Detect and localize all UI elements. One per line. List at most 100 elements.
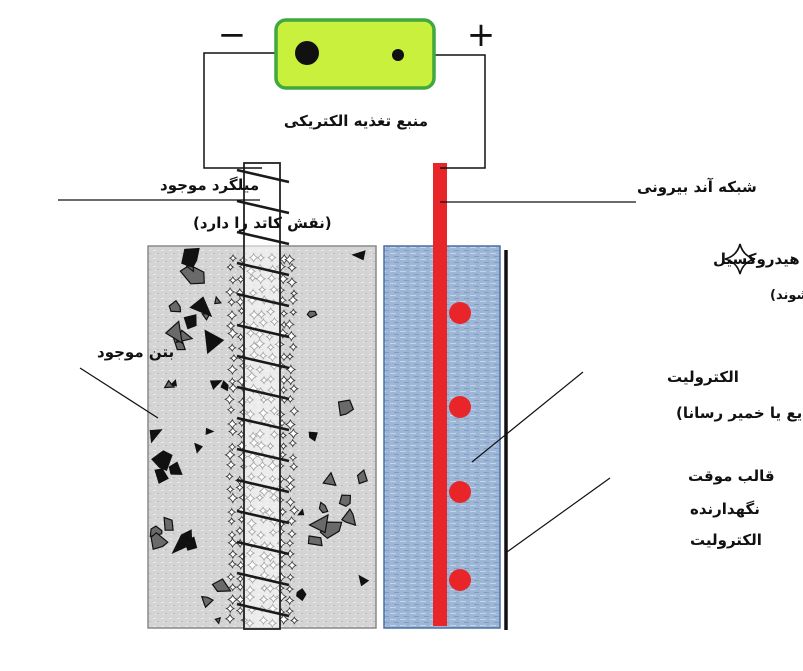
aggregate-stone (322, 471, 337, 487)
hydroxyl-note: (پیرامون میلگرد موجود تشکیل می شوند) (770, 287, 803, 303)
electrolyte-label: الکترولیت (667, 368, 739, 386)
hydroxyl-ion-star (286, 572, 295, 582)
hydroxyl-ion-star (235, 483, 245, 492)
aggregate-stone (150, 532, 169, 550)
hydroxyl-ion-star (289, 308, 298, 317)
anode-node (449, 481, 471, 503)
hydroxyl-ion-star (287, 560, 298, 571)
electrolyte-leader-line (471, 371, 584, 463)
power-supply (274, 18, 436, 90)
aggregate-stone (351, 250, 366, 261)
aggregate-stone (194, 442, 203, 454)
hydroxyl-ion-star (279, 442, 288, 451)
aggregate-stone (306, 310, 318, 319)
aggregate-stone (308, 513, 329, 534)
hydroxyl-ion-star (289, 289, 299, 298)
hydroxyl-ion-star (228, 582, 238, 592)
aggregate-stone (149, 525, 163, 538)
negative-terminal (295, 41, 319, 65)
rebar (236, 162, 290, 630)
aggregate-stone (308, 431, 318, 442)
rebar-rib (236, 261, 290, 277)
hydroxyl-ion-star (235, 574, 245, 584)
anode-node (449, 396, 471, 418)
hydroxyl-ion-star (289, 505, 300, 516)
formwork-label-line1: قالب موقت (688, 467, 775, 485)
aggregate-stone (179, 264, 205, 285)
hydroxyl-ion-star (236, 274, 246, 284)
hydroxyl-ion-star (227, 382, 239, 394)
rebar-rib (236, 571, 290, 587)
hydroxyl-ion-star (226, 262, 235, 272)
electrolyte-note: (مایع یا خمیر رسانا) (676, 404, 803, 422)
hydroxyl-ion-star (285, 584, 295, 594)
hydroxyl-ion-star (284, 418, 296, 431)
aggregate-stone (168, 461, 183, 475)
aggregate-stone (341, 508, 357, 527)
aggregate-stones (149, 247, 370, 625)
hydroxyl-ion-star (279, 385, 288, 395)
aggregate-stone (358, 574, 370, 587)
aggregate-stone (296, 588, 307, 602)
power-supply-label: منبع تغذیه الکتریکی (284, 112, 428, 130)
rebar-rib (236, 323, 290, 339)
aggregate-stone (356, 468, 368, 485)
aggregate-stone (189, 296, 213, 318)
aggregate-stone (214, 617, 222, 625)
aggregate-stone (337, 399, 355, 417)
aggregate-stone (149, 429, 163, 444)
hydroxyl-ion-star (284, 595, 295, 606)
hydroxyl-ion-star (227, 442, 237, 452)
hydroxyl-ion-star (236, 332, 245, 342)
hydroxyl-ion-star (235, 582, 245, 592)
hydroxyl-ion-star (225, 459, 237, 470)
hydroxyl-ion-star (286, 276, 298, 288)
hydroxyl-ion-star (285, 496, 296, 508)
hydroxyl-ion-star (227, 549, 238, 560)
aggregate-stone (183, 314, 197, 330)
aggregate-stone (184, 536, 198, 551)
aggregate-stone (307, 535, 323, 547)
hydroxyl-ion-star (234, 287, 245, 299)
circuit-wires (203, 52, 486, 169)
hydroxyl-ion-star (286, 262, 297, 273)
hydroxyl-ion-star (236, 560, 246, 570)
rebar-label: میلگرد موجود (160, 176, 259, 194)
hydroxyl-ion-star (284, 254, 296, 266)
hydroxyl-ion-star (226, 309, 238, 321)
rebar-rib (236, 354, 290, 370)
hydroxyl-ion-star (285, 606, 295, 616)
hydroxyl-ion-star (278, 374, 290, 386)
aggregate-stone (220, 380, 229, 392)
hydroxyl-ion-star (229, 353, 239, 363)
hydroxyl-ion-star (289, 461, 299, 472)
hydroxyl-ion-star (235, 296, 246, 308)
rebar-rib (236, 385, 290, 401)
concrete-label: بتن موجود (97, 343, 174, 361)
rebar-rib (236, 602, 290, 618)
aggregate-stone (171, 534, 196, 555)
rebar-rib (236, 509, 290, 525)
aggregate-stone (170, 379, 178, 387)
hydroxyl-ion-star (226, 364, 238, 376)
hydroxyl-ion-star (224, 449, 236, 461)
aggregate-stone (168, 299, 182, 313)
hydroxyl-ion-star (285, 375, 296, 386)
hydroxyl-ion-star (289, 616, 299, 625)
hydroxyl-ion-star (235, 606, 245, 616)
rebar-rib (236, 292, 290, 308)
hydroxyl-ion-star (227, 559, 238, 569)
rebar-rib (236, 540, 290, 556)
hydroxyl-ion-star (288, 438, 298, 448)
rebar-rib (236, 168, 290, 184)
anode-node (449, 302, 471, 324)
aggregate-stone (163, 516, 174, 531)
hydroxyl-ion-star (224, 286, 236, 298)
four-point-star-icon (724, 243, 756, 275)
rebar-rib (236, 230, 290, 246)
hydroxyl-ion-star (224, 393, 235, 405)
hydroxyl-label: یون های هیدروکسیل (713, 250, 803, 268)
rebar-rib (236, 199, 290, 215)
hydroxyl-ion-star (287, 428, 299, 439)
positive-sign: + (467, 15, 496, 55)
